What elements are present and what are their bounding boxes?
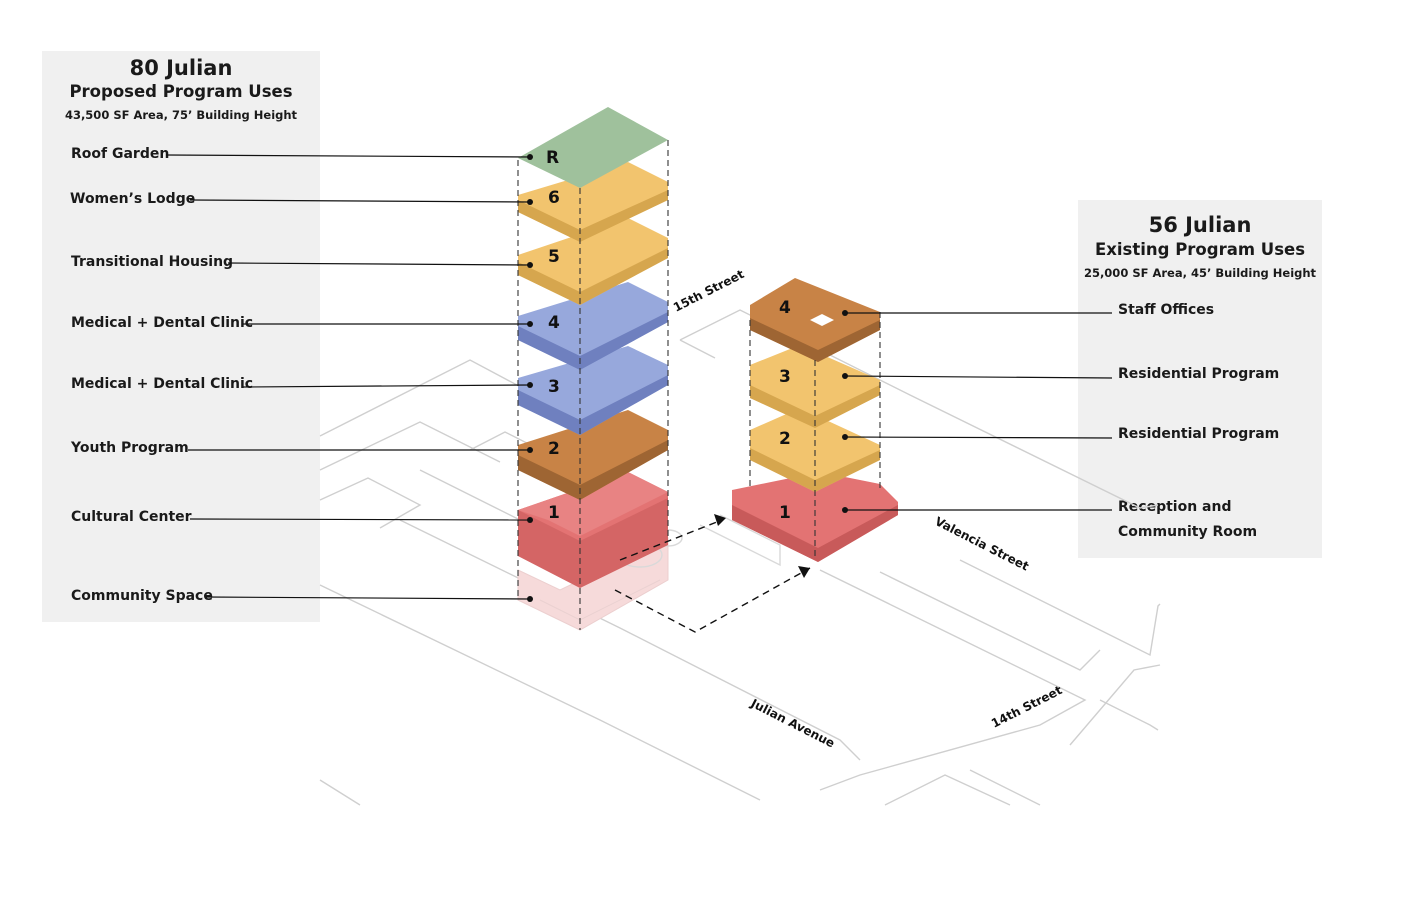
street-grid bbox=[319, 309, 1161, 806]
arrow-head-icon bbox=[798, 566, 810, 578]
floor-number-label: 2 bbox=[779, 429, 791, 449]
floor-number-label: 2 bbox=[548, 439, 560, 459]
use-label-medical-3: Medical + Dental Clinic bbox=[71, 376, 254, 392]
floor-3-80-julian: 3 bbox=[518, 346, 668, 435]
use-label-womens-lodge: Women’s Lodge bbox=[70, 191, 196, 207]
floor-number-label: 1 bbox=[779, 503, 791, 523]
legend-panel-56-julian: 56 Julian Existing Program Uses 25,000 S… bbox=[1078, 200, 1322, 558]
floor-4-56-julian: 4 bbox=[750, 278, 880, 362]
panel-subtitle: Proposed Program Uses bbox=[69, 82, 293, 101]
arrow-head-icon bbox=[714, 514, 726, 526]
use-label-roof-garden: Roof Garden bbox=[71, 146, 170, 162]
street-label-julian: Julian Avenue bbox=[748, 696, 837, 751]
floor-4-80-julian: 4 bbox=[518, 282, 668, 370]
floor-number-label: 4 bbox=[548, 313, 560, 333]
street-label-14th: 14th Street bbox=[989, 683, 1065, 731]
street-label-valencia: Valencia Street bbox=[933, 514, 1032, 574]
street-label-15th: 15th Street bbox=[671, 267, 747, 315]
floor-number-label: 3 bbox=[548, 377, 560, 397]
floor-3-56-julian: 3 bbox=[750, 345, 880, 428]
leader-lines bbox=[165, 154, 1113, 600]
floor-number-label: 5 bbox=[548, 247, 560, 267]
use-label-reception: Reception and bbox=[1118, 499, 1232, 515]
floor-number-label: 6 bbox=[548, 188, 560, 208]
use-label-transitional-housing: Transitional Housing bbox=[71, 254, 234, 270]
floor-number-label: 1 bbox=[548, 503, 560, 523]
panel-title: 56 Julian bbox=[1148, 213, 1252, 237]
use-label-community-space: Community Space bbox=[71, 588, 213, 604]
use-label-residential-2: Residential Program bbox=[1118, 426, 1280, 442]
floor-2-80-julian: 2 bbox=[518, 410, 668, 500]
use-label-community-room: Community Room bbox=[1118, 524, 1258, 540]
use-label-medical-4: Medical + Dental Clinic bbox=[71, 315, 254, 331]
panel-detail: 43,500 SF Area, 75’ Building Height bbox=[64, 108, 298, 122]
stack-56-julian: 1 2 3 4 bbox=[732, 278, 898, 562]
floor-number-label: R bbox=[546, 148, 559, 168]
panel-subtitle: Existing Program Uses bbox=[1094, 240, 1306, 259]
use-label-youth-program: Youth Program bbox=[71, 440, 189, 456]
use-label-residential-3: Residential Program bbox=[1118, 366, 1280, 382]
stack-80-julian: 1 2 3 4 5 6 bbox=[517, 107, 669, 630]
use-label-staff-offices: Staff Offices bbox=[1118, 302, 1215, 318]
legend-panel-80-julian: 80 Julian Proposed Program Uses 43,500 S… bbox=[42, 51, 320, 622]
floor-5-80-julian: 5 bbox=[518, 218, 668, 305]
panel-title: 80 Julian bbox=[129, 56, 233, 80]
panel-detail: 25,000 SF Area, 45’ Building Height bbox=[1083, 266, 1317, 280]
floor-R-80-julian: R bbox=[518, 107, 668, 188]
circulation-arrows bbox=[614, 519, 811, 633]
floor-number-label: 3 bbox=[779, 367, 791, 387]
floor-1-80-julian: 1 bbox=[518, 472, 668, 588]
floor-number-label: 4 bbox=[779, 298, 791, 318]
floor-6-80-julian: 6 bbox=[518, 162, 668, 242]
use-label-cultural-center: Cultural Center bbox=[71, 509, 192, 525]
leader-dots bbox=[527, 154, 848, 602]
